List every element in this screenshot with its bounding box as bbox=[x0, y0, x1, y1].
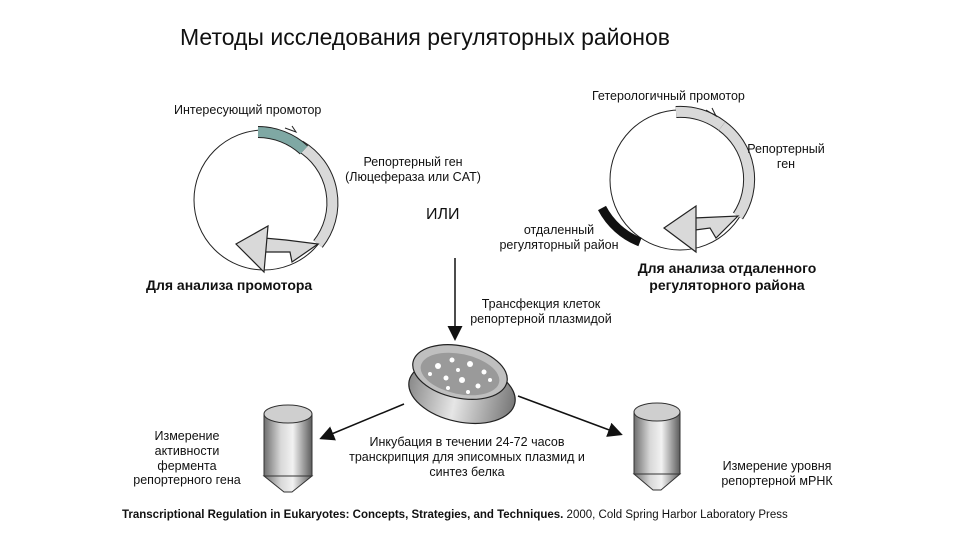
right-distal-region-segment bbox=[598, 205, 642, 247]
left-reporter-label-line1: Репортерный ген bbox=[363, 155, 463, 169]
left-tss-icon bbox=[284, 125, 298, 133]
right-caption-line2: регуляторного района bbox=[649, 276, 805, 293]
arrow-to-left-tube bbox=[319, 403, 405, 441]
transfection-label-line1: Трансфекция клеток bbox=[481, 297, 601, 311]
right-tss-icon bbox=[705, 107, 718, 118]
citation-publisher: 2000, Cold Spring Harbor Laboratory Pres… bbox=[563, 509, 788, 521]
left-tube-label-line1: Измерение bbox=[154, 429, 220, 443]
left-plasmid bbox=[193, 125, 339, 274]
left-promoter-segment bbox=[257, 127, 308, 154]
left-arrow-tip-icon bbox=[235, 224, 269, 274]
arrow-to-right-tube bbox=[517, 395, 623, 437]
left-promoter-label: Интересующий промотор bbox=[174, 103, 322, 117]
right-arrow-tip-icon bbox=[662, 204, 697, 254]
petri-dish bbox=[408, 344, 516, 425]
right-reporter-band bbox=[718, 121, 755, 219]
left-tube-label: Измерение активности фермента репортерно… bbox=[122, 429, 252, 488]
incubation-label-line1: Инкубация в течении 24-72 часов bbox=[369, 435, 565, 449]
left-tube bbox=[262, 404, 314, 493]
right-promoter-label: Гетерологичный промотор bbox=[592, 89, 745, 103]
right-reporter-label-line1: Репортерный bbox=[747, 142, 825, 156]
or-label: ИЛИ bbox=[426, 206, 460, 223]
left-tube-label-line3: фермента bbox=[157, 458, 217, 473]
right-tube-label: Измерение уровня репортерной мРНК bbox=[704, 459, 850, 489]
right-tube-label-line2: репортерной мРНК bbox=[721, 473, 833, 488]
transfection-label: Трансфекция клеток репортерной плазмидой bbox=[456, 297, 626, 327]
citation-title: Transcriptional Regulation in Eukaryotes… bbox=[122, 509, 564, 521]
left-reporter-band bbox=[297, 141, 338, 248]
cell-colonies-icon bbox=[428, 357, 492, 394]
incubation-label-line2: транскрипция для эписомных плазмид и bbox=[349, 449, 585, 464]
page-title: Методы исследования регуляторных районов bbox=[180, 24, 671, 50]
right-caption: Для анализа отдаленного регуляторного ра… bbox=[614, 260, 840, 293]
right-tube bbox=[632, 402, 682, 491]
right-reporter-label: Репортерный ген bbox=[738, 142, 834, 172]
right-reporter-label-line2: ген bbox=[776, 156, 796, 171]
left-tube-label-line4: репортерного гена bbox=[133, 473, 241, 488]
left-reporter-label-line2: (Люцефераза или CAT) bbox=[345, 169, 481, 184]
citation: Transcriptional Regulation in Eukaryotes… bbox=[122, 509, 788, 523]
right-plasmid bbox=[598, 105, 756, 254]
right-caption-line1: Для анализа отдаленного bbox=[637, 260, 817, 276]
transfection-label-line2: репортерной плазмидой bbox=[470, 311, 612, 326]
distal-region-label-line1: отдаленный bbox=[523, 223, 595, 237]
incubation-label: Инкубация в течении 24-72 часов транскри… bbox=[330, 435, 604, 479]
distal-region-label-line2: регуляторный район bbox=[499, 237, 619, 252]
left-reporter-label: Репортерный ген (Люцефераза или CAT) bbox=[328, 155, 498, 185]
left-caption: Для анализа промотора bbox=[146, 277, 313, 293]
distal-region-label: отдаленный регуляторный район bbox=[486, 223, 632, 253]
left-tube-label-line2: активности bbox=[154, 443, 220, 458]
right-tube-label-line1: Измерение уровня bbox=[722, 459, 832, 473]
incubation-label-line3: синтез белка bbox=[429, 464, 505, 479]
right-promoter-segment bbox=[675, 106, 726, 131]
